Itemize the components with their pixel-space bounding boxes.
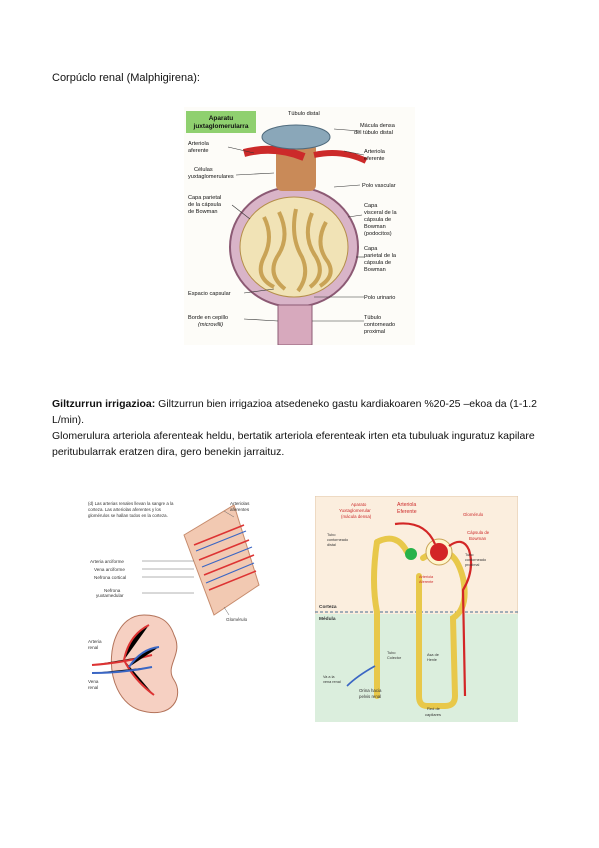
medulla-label: Médula [319,616,336,622]
label: Va a la [323,675,335,679]
label: Bowman [364,224,386,230]
irrigation-paragraph: Giltzurrun irrigazioa: Giltzurrun bien i… [52,396,552,460]
label: (podocitos) [364,231,392,237]
label: (mácula densa) [341,514,372,519]
label: yuxtamedular [96,593,124,598]
label: Vena [88,679,99,684]
label: Tubo [327,533,336,537]
label: parietal de la [364,253,397,259]
label: Red de [427,706,441,711]
label: Capa [364,246,378,252]
label: Arteriola [419,575,434,579]
label: Arteriola [364,149,386,155]
caption-line: glomérulos se hallan todos en la corteza… [88,513,168,518]
label: cápsula de [364,217,391,223]
label: Capa [364,203,378,209]
renal-corpuscle-figure: Aparatu juxtaglomerularra Arteriola afer… [184,107,415,346]
label: Colector [387,656,402,660]
label: Nefrona [104,588,121,593]
kidney-vasculature-illustration: (d) Las arterias renales llevan la sangr… [84,495,272,721]
label: Aferente [419,580,433,584]
label: contorneado [364,322,395,328]
label: Capa parietal [188,195,221,201]
caption-line: (d) Las arterias renales llevan la sangr… [88,501,174,506]
label: vena renal [323,680,341,684]
label: de Bowman [188,209,218,215]
label: renal [88,645,98,650]
label: proximal [364,329,385,335]
label: de la cápsula [188,202,222,208]
label: distal [327,543,336,547]
label: cápsula de [364,260,391,266]
kidney-vasculature-figure: (d) Las arterias renales llevan la sangr… [84,495,272,721]
caption-line: corteza. Las arteriolas aferentes y los [88,507,162,512]
cortex-label: Corteza [319,604,337,610]
label: Túbulo distal [288,111,320,117]
section-heading: Corpúclo renal (Malphigirena): [52,72,200,84]
label: proximal [465,563,480,567]
paragraph-line2: Glomerulura arteriola aferenteak heldu, … [52,430,535,458]
label: Espacio capsular [188,291,231,297]
label: contorneado [465,558,486,562]
label: (microvilli) [198,322,223,328]
label: Henle [427,658,437,662]
label: Túbulo [364,315,381,321]
label: aferentes [230,507,250,512]
nephron-schematic-illustration: Corteza Médula Aparato Yuxtaglomerular (… [314,495,519,723]
label: Aparato [351,502,367,507]
label: Nefrona cortical [94,575,126,580]
label: Bowman [469,536,487,541]
label: Bowman [364,267,386,273]
label: Arteriola [397,502,416,508]
label: Mácula densa [360,123,396,129]
label: eferente [364,156,385,162]
label: Yuxtaglomerular [339,508,371,513]
label: Cápsula de [467,530,490,535]
label: Tubo [465,553,474,557]
label: pelvis renal [359,694,381,699]
label: Polo urinario [364,295,395,301]
paragraph-lead: Giltzurrun irrigazioa: [52,398,156,410]
label: Células [194,167,213,173]
label: Polo vascular [362,183,396,189]
label: aferente [188,148,209,154]
label: del túbulo distal [354,130,393,136]
label: Tubo [387,651,396,655]
label: capilares [425,712,441,717]
label: Arteria [88,639,102,644]
label: yuxtaglomerulares [188,174,234,180]
label: Borde en cepillo [188,315,228,321]
label: Glomérulo [463,512,484,517]
paragraph-line1: Giltzurrun bien irrigazioa atsedeneko ga… [52,398,537,426]
label: Eferente [397,509,417,515]
renal-corpuscle-illustration: Aparatu juxtaglomerularra Arteriola afer… [184,107,415,346]
label: Vena arciforme [94,567,125,572]
box-title-line: Aparatu [209,115,234,122]
label: Orina hacia [359,688,382,693]
label: Asa de [427,653,439,657]
box-title-line: juxtaglomerularra [193,123,249,130]
label: Glomérulo [226,617,248,622]
label: visceral de la [364,210,398,216]
label: Arteriolas [230,501,250,506]
nephron-schematic-figure: Corteza Médula Aparato Yuxtaglomerular (… [314,495,519,723]
label: contorneado [327,538,348,542]
label: renal [88,685,98,690]
label: Arteria arciforme [90,559,124,564]
label: Arteriola [188,141,210,147]
